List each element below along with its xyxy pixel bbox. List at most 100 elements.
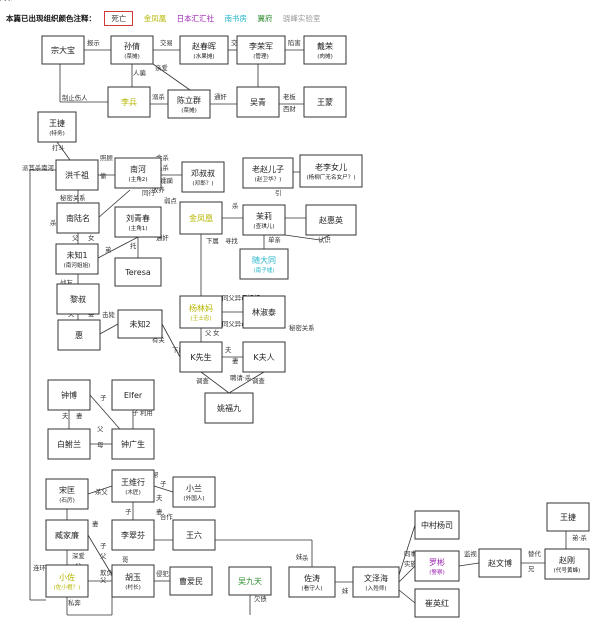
node-name: 宗大宝: [51, 45, 75, 55]
node-name: Elfer: [124, 391, 143, 400]
edge-label: 夫: [62, 411, 69, 420]
edge-label: 弟: [105, 245, 111, 254]
node-name: 金凤凰: [189, 213, 213, 223]
edge-label: 夫: [156, 493, 163, 502]
node-name: 李兵: [121, 97, 137, 107]
node-nanhe: 南河(主角2): [114, 157, 162, 189]
node-name: 王维行: [121, 477, 145, 487]
edge-label: 女: [213, 328, 220, 337]
node-subtitle: (外国人): [183, 494, 204, 502]
node-subtitle: (管理): [253, 52, 269, 60]
node-name: 洪千祖: [65, 170, 89, 180]
node-name: 臧家廉: [55, 530, 79, 540]
node-name: 王蒙: [317, 97, 333, 107]
edge-label: 下属: [172, 346, 185, 354]
node-name: 林淑泰: [252, 307, 276, 317]
edge-label: 聘请·杀: [230, 373, 252, 382]
edge-label: 报示: [87, 38, 100, 47]
edge-label: 子: [160, 480, 167, 488]
node-zhaochunhui: 赵春晖(水果摊): [179, 35, 229, 65]
node-subtitle: (石厉): [59, 497, 75, 504]
node-wenzehai: 文泽海(入殓师): [352, 566, 400, 598]
node-subtitle: (代号黄蜂): [554, 566, 581, 574]
edge-label: 通奸: [156, 233, 169, 242]
node-name: 白鲋兰: [57, 439, 81, 449]
node-subtitle: (主角2): [128, 175, 147, 183]
node-name: 文泽海: [364, 573, 388, 583]
node-name: 赵文博: [488, 558, 512, 568]
legend-item-jinfenghuang: 金凤凰: [143, 14, 167, 23]
edge-label: 父: [100, 576, 107, 584]
node-laolinv: 老李女儿(杨柳厂无名女尸？): [299, 154, 363, 188]
node-name: 李翠芬: [121, 530, 145, 540]
edge-label: 子: [100, 394, 107, 402]
node-subtitle: (邓郎？): [192, 179, 213, 187]
node-zhongcunyangsi: 中村杨司: [414, 510, 460, 540]
node-zongdabao: 宗大宝: [41, 35, 85, 65]
node-subtitle: (主角1): [128, 224, 147, 232]
edge-label: 收养: [152, 185, 165, 194]
node-name: 刘青春: [126, 213, 150, 223]
node-subtitle: (警察): [429, 568, 445, 576]
node-name: 钟博: [61, 390, 77, 400]
edge-label: 同事: [0, 0, 13, 2]
edge-label: 调查: [196, 376, 209, 385]
node-dairong: 戴荣(肉摊): [303, 35, 347, 65]
node-name: 杨林妈: [189, 303, 213, 313]
edge-label: 同行: [142, 188, 155, 197]
node-name: 小兰: [186, 483, 202, 493]
node-jinfenghuang: 金凤凰: [179, 201, 223, 235]
edge-label: 深爱: [72, 551, 85, 560]
node-subtitle: (王士忠): [190, 314, 211, 322]
node-name: 老赵儿子: [252, 164, 284, 174]
edge-label: 妻: [156, 507, 163, 516]
node-name: 孙倩: [124, 41, 140, 51]
edge-label: 西财: [283, 104, 296, 113]
edge-label: 弟·杀: [572, 533, 587, 542]
node-name: 李荣军: [249, 41, 273, 51]
node-name: 姚福九: [217, 403, 241, 413]
edge-label: 妻: [232, 356, 239, 365]
node-subtitle: (佐小橙？): [54, 583, 81, 591]
node-baixulan: 白鲋兰: [47, 428, 91, 460]
edge-label: 照顾: [100, 154, 113, 162]
node-name: 赵春晖: [192, 41, 216, 51]
node-yaofujiu: 姚福九: [204, 392, 254, 424]
node-name: 王六: [186, 530, 202, 540]
edge-label: 父: [97, 425, 104, 433]
node-wangliu: 王六: [172, 519, 216, 551]
node-name: 陈立群: [177, 95, 201, 105]
edge-label: 同父异母姐妹: [222, 319, 261, 328]
edge-label: 帮: [152, 470, 158, 479]
edge-label: 同事: [404, 549, 417, 558]
node-subtitle: (看守人): [301, 584, 322, 592]
node-wangmeng: 王蒙: [303, 86, 347, 118]
relation-edge: [319, 234, 331, 241]
node-zuotao: 佐涛(看守人): [288, 566, 336, 598]
node-suidatong: 随大同(南子墟): [239, 248, 289, 280]
node-name: 崔英红: [425, 598, 449, 608]
edge-label: 托: [130, 241, 137, 250]
node-name: 随大同: [252, 255, 276, 265]
edge-label: 打斗: [52, 143, 65, 152]
edge-label: 金杀: [156, 153, 169, 162]
node-sunqian: 孙倩(菜摊): [110, 35, 154, 65]
node-name: 赵刚: [559, 555, 575, 565]
node-name: 赵惠英: [319, 215, 343, 225]
edge-label: 蹂躏: [160, 176, 173, 185]
node-name: 未知1: [66, 250, 87, 260]
edge-label: 下属: [206, 237, 219, 245]
node-name: 吴九天: [238, 577, 262, 586]
node-name: 茉莉: [256, 211, 272, 221]
edge-label: 战友: [60, 278, 73, 287]
node-name: 戴荣: [317, 41, 333, 51]
edge-label: 同父异母姐姐: [222, 293, 261, 302]
node-name: 小佐: [59, 572, 75, 582]
edge-label: 偷: [100, 171, 107, 180]
edge-label: 妹: [296, 552, 303, 561]
edge-label: 击毙: [102, 310, 115, 319]
edge-label: 替代: [528, 549, 541, 558]
node-subtitle: (水果摊): [193, 52, 214, 60]
edge-label: 交易: [160, 38, 173, 47]
node-nanlumin: 南陆名: [56, 202, 100, 234]
